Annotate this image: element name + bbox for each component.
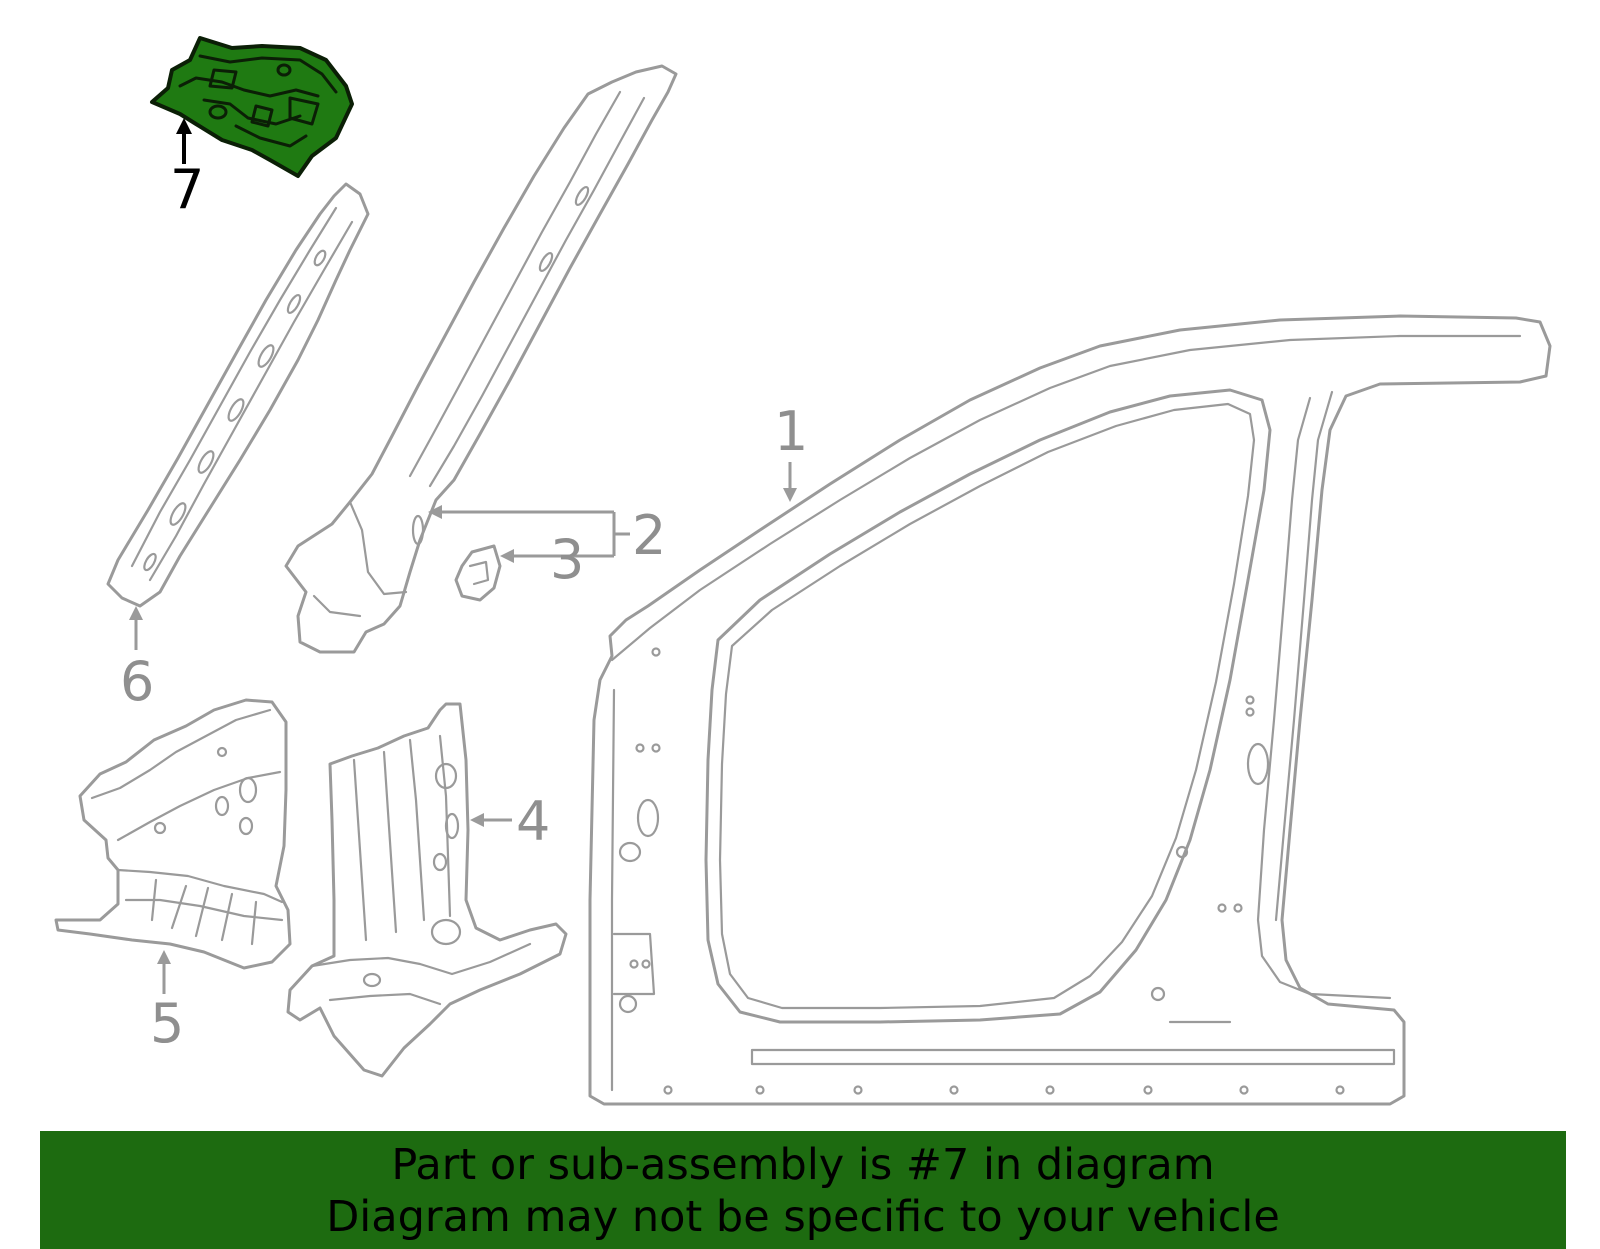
callout-7-label: 7 [170, 158, 204, 221]
banner-line-1: Part or sub-assembly is #7 in diagram [391, 1140, 1215, 1190]
callout-2-3[interactable]: 2 3 [428, 504, 666, 591]
callout-6-label: 6 [120, 650, 154, 713]
part-3[interactable] [454, 544, 502, 602]
part-2[interactable] [284, 64, 678, 654]
callout-1-label: 1 [774, 400, 808, 463]
callout-4[interactable]: 4 [470, 790, 550, 853]
callout-7[interactable]: 7 [170, 118, 204, 221]
part-7-highlighted[interactable] [150, 36, 354, 178]
part-5[interactable] [54, 698, 292, 970]
info-banner: Part or sub-assembly is #7 in diagram Di… [40, 1131, 1566, 1249]
callout-1[interactable]: 1 [774, 400, 808, 502]
callout-6[interactable]: 6 [120, 606, 154, 713]
callout-4-label: 4 [516, 790, 550, 853]
callout-3-label: 3 [550, 528, 584, 591]
callout-5-label: 5 [150, 992, 184, 1055]
part-4[interactable] [286, 702, 568, 1078]
callout-2-label: 2 [632, 504, 666, 567]
part-6[interactable] [106, 182, 370, 608]
banner-line-2: Diagram may not be specific to your vehi… [326, 1192, 1280, 1242]
part-1[interactable] [588, 314, 1552, 1106]
callout-5[interactable]: 5 [150, 950, 184, 1055]
